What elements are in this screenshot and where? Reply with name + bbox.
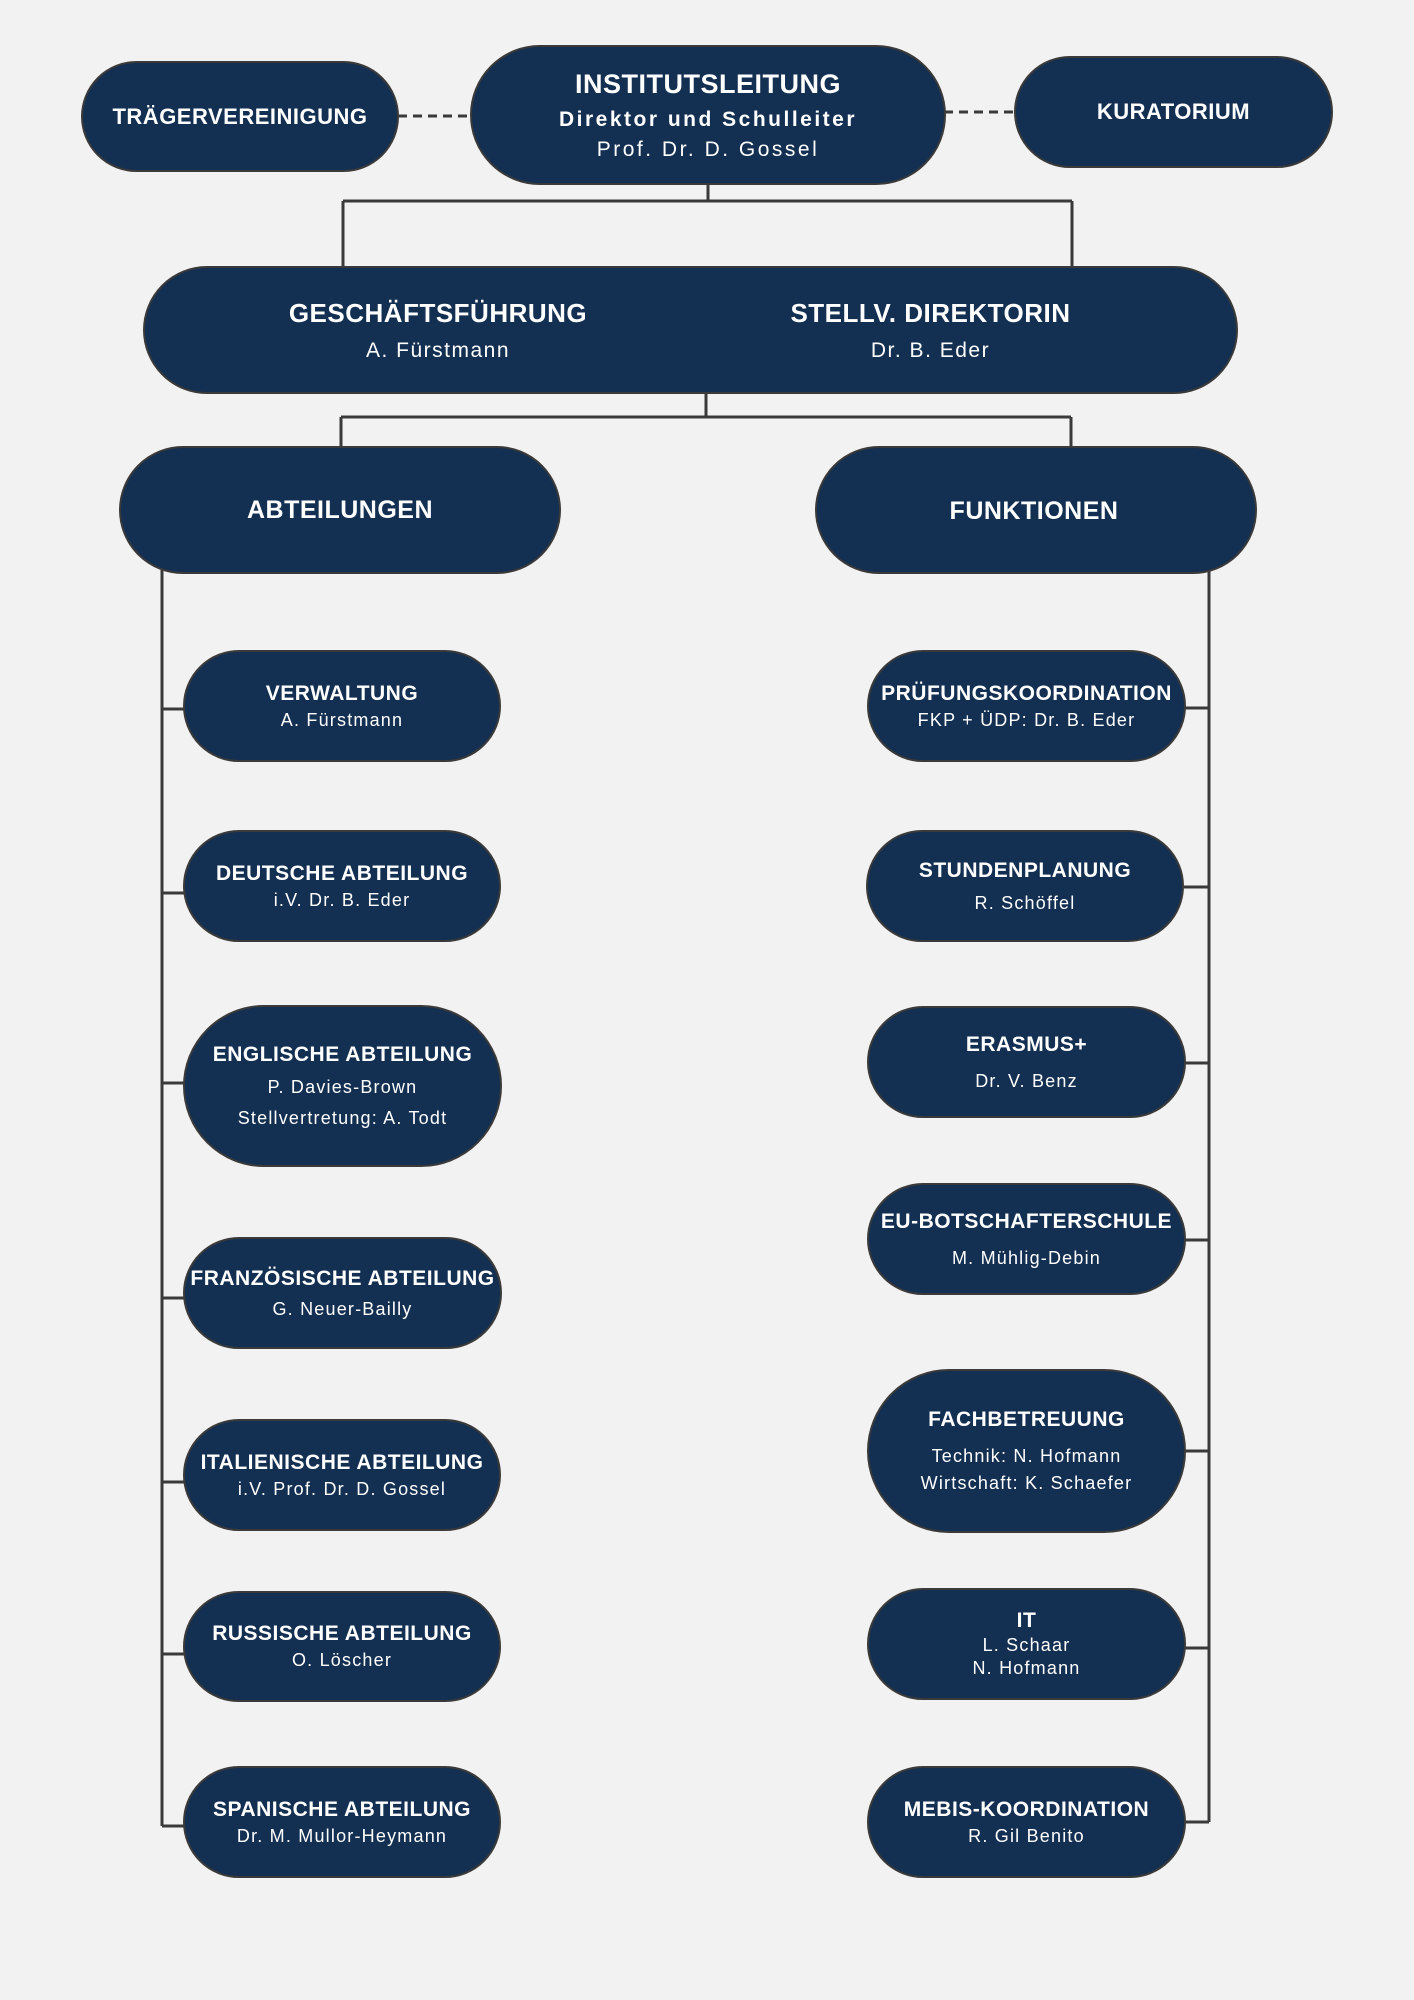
node-deutsche-abteilung: DEUTSCHE ABTEILUNG i.V. Dr. B. Eder — [183, 830, 501, 942]
node-line: A. Fürstmann — [280, 709, 404, 730]
node-title: RUSSISCHE ABTEILUNG — [212, 1622, 472, 1645]
node-title: VERWALTUNG — [265, 681, 419, 705]
node-line: Dr. M. Mullor-Heymann — [236, 1825, 448, 1846]
node-name: Prof. Dr. D. Gossel — [596, 137, 820, 161]
node-line: Wirtschaft: K. Schaefer — [920, 1473, 1133, 1493]
node-title: STUNDENPLANUNG — [918, 858, 1132, 882]
node-line: R. Schöffel — [974, 892, 1076, 913]
node-title: ABTEILUNGEN — [246, 495, 434, 524]
node-line: M. Mühlig-Debin — [951, 1247, 1102, 1268]
node-fachbetreuung: FACHBETREUUNG Technik: N. Hofmann Wirtsc… — [867, 1369, 1186, 1533]
node-title: ITALIENISCHE ABTEILUNG — [200, 1450, 484, 1474]
node-title: ENGLISCHE ABTEILUNG — [212, 1043, 473, 1066]
node-title: DEUTSCHE ABTEILUNG — [215, 861, 469, 885]
node-russische-abteilung: RUSSISCHE ABTEILUNG O. Löscher — [183, 1591, 501, 1702]
node-title: KURATORIUM — [1096, 99, 1251, 124]
node-title: SPANISCHE ABTEILUNG — [212, 1797, 471, 1821]
node-eu-botschafterschule: EU-BOTSCHAFTERSCHULE M. Mühlig-Debin — [867, 1183, 1186, 1295]
node-title: TRÄGERVEREINIGUNG — [112, 103, 368, 129]
node-verwaltung: VERWALTUNG A. Fürstmann — [183, 650, 501, 762]
node-management: GESCHÄFTSFÜHRUNG A. Fürstmann STELLV. DI… — [143, 266, 1238, 394]
ticks-functions — [1184, 706, 1209, 1824]
node-line: O. Löscher — [291, 1650, 393, 1670]
node-name: A. Fürstmann — [365, 338, 511, 362]
node-line: G. Neuer-Bailly — [272, 1298, 413, 1319]
node-englische-abteilung: ENGLISCHE ABTEILUNG P. Davies-Brown Stel… — [183, 1005, 502, 1167]
node-franzoesische-abteilung: FRANZÖSISCHE ABTEILUNG G. Neuer-Bailly — [183, 1237, 502, 1349]
node-title: ERASMUS+ — [965, 1032, 1088, 1056]
node-kuratorium: KURATORIUM — [1014, 56, 1333, 168]
node-pruefungskoordination: PRÜFUNGSKOORDINATION FKP + ÜDP: Dr. B. E… — [867, 650, 1186, 762]
node-title: FUNKTIONEN — [949, 496, 1119, 525]
node-spanische-abteilung: SPANISCHE ABTEILUNG Dr. M. Mullor-Heyman… — [183, 1766, 501, 1878]
node-erasmus: ERASMUS+ Dr. V. Benz — [867, 1006, 1186, 1118]
link-head-management — [341, 183, 1074, 268]
node-title: GESCHÄFTSFÜHRUNG — [288, 297, 588, 328]
node-line: Stellvertretung: A. Todt — [237, 1108, 448, 1128]
node-title: PRÜFUNGSKOORDINATION — [881, 681, 1172, 705]
node-title: INSTITUTSLEITUNG — [575, 68, 841, 99]
node-line: L. Schaar — [982, 1635, 1071, 1655]
node-title: MEBIS-KOORDINATION — [903, 1797, 1150, 1821]
node-italienische-abteilung: ITALIENISCHE ABTEILUNG i.V. Prof. Dr. D.… — [183, 1419, 501, 1531]
node-mebis-koordination: MEBIS-KOORDINATION R. Gil Benito — [867, 1766, 1186, 1878]
node-funktionen: FUNKTIONEN — [815, 446, 1257, 574]
node-line: N. Hofmann — [972, 1658, 1081, 1678]
node-abteilungen: ABTEILUNGEN — [119, 446, 561, 574]
node-name: Dr. B. Eder — [870, 338, 991, 362]
node-institutsleitung: INSTITUTSLEITUNG Direktor und Schulleite… — [470, 45, 946, 185]
node-role: Direktor und Schulleiter — [558, 107, 858, 131]
node-title: EU-BOTSCHAFTERSCHULE — [880, 1209, 1173, 1233]
ticks-departments — [162, 707, 185, 1828]
node-line: Technik: N. Hofmann — [931, 1446, 1122, 1466]
node-line: P. Davies-Brown — [267, 1077, 418, 1097]
node-line: R. Gil Benito — [968, 1825, 1085, 1846]
node-line: Dr. V. Benz — [975, 1070, 1078, 1091]
node-stundenplanung: STUNDENPLANUNG R. Schöffel — [866, 830, 1184, 942]
node-geschaeftsfuehrung: GESCHÄFTSFÜHRUNG A. Fürstmann — [145, 268, 691, 392]
node-title: FACHBETREUUNG — [928, 1408, 1125, 1431]
link-management-columns — [339, 392, 1073, 448]
node-stellv-direktorin: STELLV. DIREKTORIN Dr. B. Eder — [691, 268, 1240, 392]
node-traegervereinigung: TRÄGERVEREINIGUNG — [81, 61, 399, 172]
node-title: STELLV. DIREKTORIN — [790, 297, 1071, 328]
node-line: FKP + ÜDP: Dr. B. Eder — [917, 709, 1136, 730]
node-title: FRANZÖSISCHE ABTEILUNG — [190, 1266, 495, 1290]
node-line: i.V. Dr. B. Eder — [273, 889, 411, 910]
node-line: i.V. Prof. Dr. D. Gossel — [237, 1478, 447, 1499]
node-it: IT L. Schaar N. Hofmann — [867, 1588, 1186, 1700]
node-title: IT — [1016, 1609, 1037, 1632]
